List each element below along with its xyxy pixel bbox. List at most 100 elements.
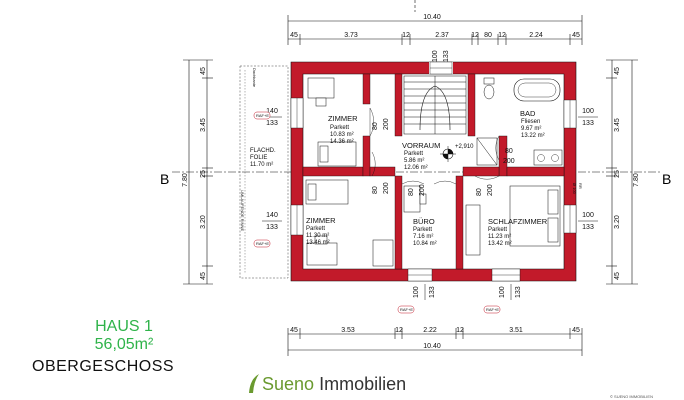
bottom-dimension-chain — [287, 328, 583, 356]
top-opening-height: 133 — [443, 50, 450, 62]
wardrobe-zimmer-bottom — [372, 239, 394, 267]
left-upper-opening-height: 133 — [266, 120, 278, 127]
brand-logo-icon — [249, 374, 259, 393]
bottom-dim-seg: 12 — [456, 327, 464, 334]
level-marker — [440, 146, 456, 162]
bottom-dim-seg: 45 — [572, 327, 580, 334]
svg-text:13.46 m²: 13.46 m² — [306, 240, 330, 246]
top-opening-width: 100 — [432, 50, 439, 62]
svg-text:Fliesen: Fliesen — [521, 119, 540, 125]
double-bed — [509, 185, 561, 247]
svg-text:10.83 m²: 10.83 m² — [330, 132, 354, 138]
left-dim-seg: 25 — [200, 170, 207, 178]
toilet — [483, 77, 495, 100]
top-dim-seg: 12 — [498, 32, 506, 39]
desk-zimmer-bottom — [306, 235, 338, 266]
flachdach-label: FLACHD. — [250, 148, 276, 154]
bed-zimmer-top — [317, 141, 357, 167]
door-label: 200 — [383, 182, 390, 194]
bottom-dim-seg: 2.22 — [423, 327, 437, 334]
room-label: ZIMMER Parkett 10.83 m² 14.36 m² — [328, 114, 358, 145]
svg-text:11.30 m²: 11.30 m² — [306, 233, 329, 239]
shower — [476, 137, 498, 166]
svg-text:ZIMMER: ZIMMER — [328, 114, 358, 123]
svg-text:RAF+E: RAF+E — [256, 113, 269, 118]
room-label: SCHLAFZIMMER Parkett 11.23 m² 13.42 m² — [488, 217, 548, 247]
room-label: ZIMMER Parkett 11.30 m² 13.46 m² — [306, 216, 336, 246]
top-dim-seg: 45 — [290, 32, 298, 39]
svg-text:Parkett: Parkett — [306, 226, 325, 232]
house-name: HAUS 1 — [95, 318, 153, 335]
flachdach-label: FOLIE — [250, 155, 267, 161]
svg-text:10.84 m²: 10.84 m² — [413, 241, 437, 247]
svg-text:7.16 m²: 7.16 m² — [413, 234, 433, 240]
door-label: 200 — [487, 184, 494, 196]
door-label: 80 — [408, 188, 415, 196]
svg-text:Parkett: Parkett — [330, 125, 349, 131]
right-upper-opening-height: 133 — [582, 120, 594, 127]
top-dim-seg: 45 — [572, 32, 580, 39]
svg-text:14.36 m²: 14.36 m² — [330, 139, 354, 145]
svg-text:11.23 m²: 11.23 m² — [488, 234, 511, 240]
bottom-dim-seg: 3.51 — [509, 327, 523, 334]
door-label: 80 — [372, 122, 379, 130]
brand-name-part1: Sueno — [262, 374, 315, 394]
svg-text:9.67 m²: 9.67 m² — [521, 126, 541, 132]
top-dim-seg: 80 — [484, 32, 492, 39]
svg-text:13.42 m²: 13.42 m² — [488, 241, 512, 247]
raf-tag: RAF+E — [397, 305, 415, 314]
bottom-dim-seg: 45 — [290, 327, 298, 334]
door-label: 80 — [372, 186, 379, 194]
door-label: 200 — [503, 158, 515, 165]
right-dim-seg: 3.20 — [614, 215, 621, 229]
section-mark-right: B — [662, 171, 671, 187]
flachdach-area: 11.70 m² — [250, 162, 273, 168]
room-label: VORRAUM Parkett 5.86 m² 12.06 m² — [402, 141, 440, 171]
bottom-left-opening-height: 133 — [429, 286, 436, 298]
left-upper-opening-width: 140 — [266, 108, 278, 115]
drain-note: Ø 100 — [572, 183, 577, 195]
door-label: 200 — [419, 184, 426, 196]
top-dimension-chain — [287, 0, 583, 45]
right-lower-opening-width: 100 — [582, 212, 594, 219]
brand-logo: Sueno Immobilien — [262, 374, 406, 395]
dachkante-label: Dachkante — [252, 68, 257, 88]
top-dim-seg: 2.24 — [529, 32, 543, 39]
wardrobe-schlafzimmer — [465, 204, 481, 256]
svg-text:12.06 m²: 12.06 m² — [404, 165, 428, 171]
left-lower-opening-width: 140 — [266, 212, 278, 219]
svg-text:Parkett: Parkett — [488, 227, 507, 233]
brand-name-part2: Immobilien — [319, 374, 407, 394]
bottom-dim-seg: 3.53 — [341, 327, 355, 334]
svg-text:ZIMMER: ZIMMER — [306, 216, 336, 225]
svg-text:SCHLAFZIMMER: SCHLAFZIMMER — [488, 217, 548, 226]
desk-zimmer-top — [307, 77, 335, 107]
bottom-left-opening-width: 100 — [413, 286, 420, 298]
house-area: 56,05m² — [94, 336, 154, 353]
bottom-dim-seg: 12 — [395, 327, 403, 334]
section-mark-left: B — [160, 171, 169, 187]
raf-tag: RAF+E — [253, 111, 271, 120]
bottom-right-opening-width: 100 — [499, 286, 506, 298]
washbasin — [533, 149, 563, 166]
bottom-right-opening-height: 133 — [515, 286, 522, 298]
bathtub — [513, 78, 561, 102]
left-lower-opening-height: 133 — [266, 224, 278, 231]
svg-text:RAF+E: RAF+E — [486, 307, 499, 312]
left-dim-seg: 3.20 — [200, 215, 207, 229]
svg-text:VORRAUM: VORRAUM — [402, 141, 440, 150]
door-label: 200 — [383, 118, 390, 130]
copyright-note: © SUENO IMMOBILIEN — [610, 394, 653, 399]
right-upper-opening-width: 100 — [582, 108, 594, 115]
right-lower-opening-height: 133 — [582, 224, 594, 231]
top-dim-seg: 12 — [402, 32, 410, 39]
top-dim-seg: 2.37 — [435, 32, 449, 39]
left-total-dim: 7.80 — [182, 173, 189, 187]
svg-text:Parkett: Parkett — [413, 227, 432, 233]
staircase — [403, 75, 467, 135]
svg-text:BAD: BAD — [520, 109, 536, 118]
left-dim-seg: 45 — [200, 272, 207, 280]
rinne-label: UMLAUFENDE RINNE — [240, 190, 245, 231]
right-dim-seg: 3.45 — [614, 118, 621, 132]
